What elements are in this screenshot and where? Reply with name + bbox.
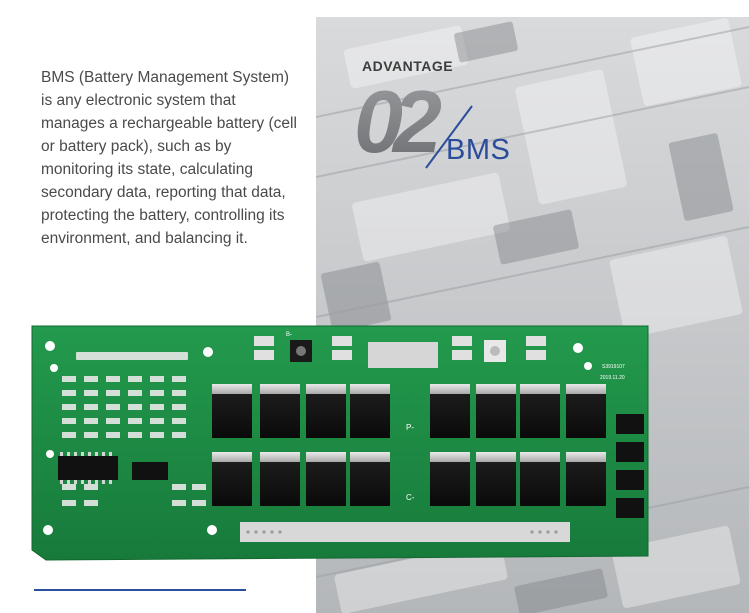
advantage-label: ADVANTAGE: [362, 58, 454, 74]
mosfet-row-top: [212, 384, 606, 438]
control-ic-chips: [58, 452, 168, 484]
mounting-holes: [43, 341, 592, 535]
smd-resistor-array: [62, 352, 206, 506]
board-serial: S3919107: [602, 364, 625, 370]
pad-label-b: B-: [286, 332, 292, 338]
advantage-subject: BMS: [446, 134, 511, 166]
pad-label-c: C-: [406, 493, 415, 502]
background-electronics-photo: [316, 17, 749, 613]
mosfet-row-bottom: [212, 452, 606, 506]
shunt-dots: [246, 530, 558, 534]
advantage-number: 02: [354, 72, 442, 171]
top-components: [254, 336, 546, 368]
board-date: 2019.11.20: [600, 375, 625, 381]
background-board-texture: [316, 17, 749, 613]
slash-divider: [425, 105, 473, 169]
intro-paragraph: BMS (Battery Management System) is any e…: [41, 69, 297, 247]
advantage-number-graphic: 02: [354, 72, 473, 171]
side-connectors: [616, 414, 644, 518]
bms-circuit-board-photo: P- C- B- S3919107 2019.11.20: [31, 325, 649, 561]
pad-label-p: P-: [406, 423, 414, 432]
bottom-shunt-strip: [240, 522, 570, 542]
bottom-accent-line: [34, 589, 246, 591]
